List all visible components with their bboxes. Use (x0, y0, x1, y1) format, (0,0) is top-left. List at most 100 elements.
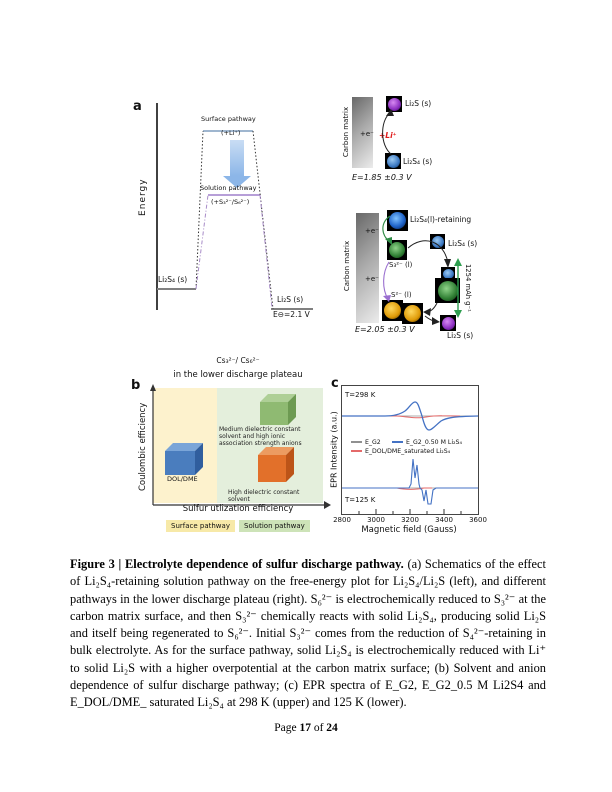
electron-arrow-purple-icon (383, 261, 390, 300)
carbon-matrix-label-2: Carbon matrix (342, 240, 351, 292)
red-line-swatch-icon (351, 450, 362, 452)
gray-line-swatch-icon (351, 441, 362, 443)
free-energy-diagram (156, 103, 313, 310)
s3-particle-icon (389, 242, 405, 258)
green-cube-top (260, 394, 296, 402)
green-cube-note: Medium dielectric constant solvent and h… (219, 426, 302, 447)
panel-a-label: a (133, 99, 142, 114)
li2s4-particle-icon (386, 154, 400, 168)
carbon-matrix-label-1: Carbon matrix (341, 106, 350, 158)
li2s4-particle-box-1 (385, 153, 401, 169)
footer-of-word: of (313, 722, 324, 734)
figure-caption: Figure 3 | Electrolyte dependence of sul… (70, 556, 546, 712)
x-tick-2800: 2800 (333, 516, 351, 524)
orange-cube-top (258, 447, 294, 455)
li2s-solid-particle-icon (441, 316, 455, 330)
epr-legend-entry-g2: E_G2 (351, 439, 381, 446)
caption-title: Figure 3 | Electrolyte dependence of sul… (70, 557, 404, 571)
scheme1-product-label: Li₂S (s) (405, 99, 432, 108)
combined-green-box (435, 278, 460, 303)
surface-pathway-label: Surface pathway (201, 115, 256, 123)
standard-potential-label: E⊖=2.1 V (273, 310, 310, 319)
epr-bottom-blue-curve (342, 458, 478, 505)
panel-b-title-ratio: Cs₃²⁻/ Cs₆²⁻ (216, 356, 260, 365)
epr-legend-entry-g2-li2s4: E_G2_0.50 M Li₂S₄ (392, 439, 462, 446)
c-x-axis-label: Magnetic field (Gauss) (361, 525, 457, 535)
x-tick-marks (358, 509, 462, 514)
footer-total-pages: 24 (326, 722, 338, 734)
carbon-matrix-bar-2 (356, 213, 379, 323)
legend-label-g2-li2s4: E_G2_0.50 M Li₂S₄ (406, 439, 462, 446)
temp-bottom-label: T=125 K (345, 496, 376, 504)
panel-b-title-sub: in the lower discharge plateau (173, 370, 303, 380)
li2s4-retaining-particle-icon (389, 212, 406, 229)
solution-pathway-note: (+S₃²⁻/S₆²⁻) (211, 198, 250, 206)
solution-pathway-label: Solution pathway (200, 184, 257, 192)
solution-path-right-dashed (259, 194, 273, 309)
s2-particle-icon-1 (384, 302, 401, 319)
energy-axis-label: Energy (137, 178, 148, 216)
s2-particle-box-2 (402, 303, 423, 324)
footer-page-word: Page (274, 722, 297, 734)
cycle-arrow-right-icon (407, 240, 449, 264)
reactant-level-label: Li₂S₄ (s) (158, 275, 188, 284)
temp-top-label: T=298 K (345, 391, 376, 399)
orange-cube-note: High dielectric constant solvent (228, 489, 300, 503)
blue-cube-label: DOL/DME (167, 475, 198, 483)
li2s-solid-label: Li₂S (s) (447, 331, 474, 340)
epr-top-blue-curve (342, 401, 479, 431)
lithium-ion-label: +Li⁺ (379, 131, 397, 140)
li2s-solid-particle-box (440, 315, 456, 331)
li2s4-retaining-particle-box (387, 210, 408, 231)
li2s-particle-box-1 (386, 96, 402, 112)
electron-label-1: +e⁻ (360, 130, 374, 138)
electron-label-2b: +e⁻ (365, 275, 379, 283)
blue-cube-side (195, 443, 203, 475)
li2s4-solid-particle-icon (431, 235, 444, 248)
combined-blue-cap-icon (442, 268, 454, 279)
epr-legend-entry-doldme: E_DOL/DME_saturated Li₂S₄ (351, 448, 450, 455)
scheme1-potential-label: E=1.85 ±0.3 V (352, 173, 412, 182)
panel-c-label: c (331, 376, 339, 391)
carbon-matrix-bar-1 (352, 97, 373, 168)
surface-path-left-dotted (195, 130, 204, 290)
green-cube-side (288, 394, 296, 425)
s2-particle-icon-2 (404, 305, 421, 322)
combined-blue-cap-box (441, 267, 455, 279)
b-x-axis-label: Sulfur utlization efficiency (182, 504, 294, 514)
solution-path-left-dashed (195, 194, 209, 290)
scheme2-arrows (382, 215, 451, 325)
epr-top-red-curve (370, 415, 461, 419)
retaining-label: Li₂S₄(l)-retaining (410, 215, 472, 224)
electron-label-2a: +e⁻ (365, 227, 379, 235)
li2s4-solid-particle-box (430, 234, 445, 249)
combined-green-icon (437, 280, 458, 301)
legend-label-doldme: E_DOL/DME_saturated Li₂S₄ (365, 448, 451, 455)
c-y-axis-label: EPR Intensity (a.u.) (329, 411, 339, 488)
s2-particle-box-1 (382, 300, 403, 321)
footer-current-page: 17 (299, 722, 311, 734)
product-level-label: Li₂S (s) (277, 295, 304, 304)
legend-surface-pathway: Surface pathway (166, 520, 235, 532)
blue-cube-front (165, 451, 195, 475)
x-tick-3200: 3200 (401, 516, 419, 524)
li2s4-solid-label: Li₂S₄ (s) (448, 239, 478, 248)
blue-line-swatch-icon (392, 441, 403, 443)
page-footer: Page 17 of 24 (0, 722, 612, 734)
x-tick-3400: 3400 (435, 516, 453, 524)
surface-pathway-note: (+Li⁺) (221, 129, 241, 137)
epr-spectra (342, 401, 479, 514)
s2-species-label: S²⁻ (l) (391, 291, 412, 299)
x-tick-3000: 3000 (367, 516, 385, 524)
caption-body: (a) Schematics of the effect of Li₂S₄-re… (70, 557, 546, 710)
legend-label-g2: E_G2 (365, 439, 381, 446)
b-y-axis-label: Coulombic efficiency (138, 402, 149, 492)
orange-cube-side (286, 447, 294, 482)
surface-path-right-dotted (252, 130, 274, 310)
down-arrow-icon (230, 140, 244, 176)
capacity-arrow-icon (454, 258, 462, 318)
epr-plot-box (341, 385, 479, 515)
panel-b-plot (150, 384, 331, 509)
scheme2-potential-label: E=2.05 ±0.3 V (355, 325, 415, 334)
